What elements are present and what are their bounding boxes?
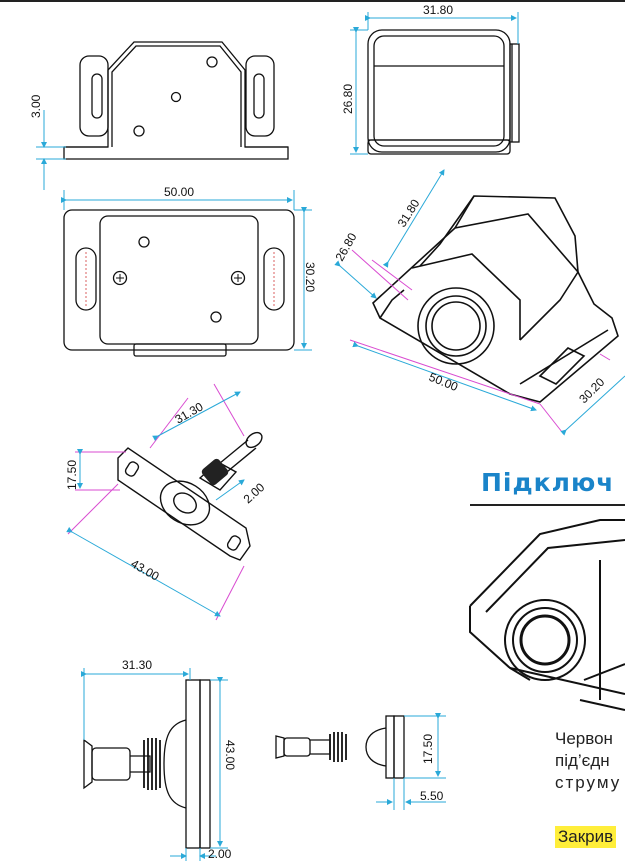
- highlighted-text: Закрив: [555, 826, 617, 848]
- section-paragraph: Червон під’єдн струму: [555, 728, 621, 794]
- side-view-left: [83, 679, 211, 849]
- paragraph-line-1: Червон: [555, 729, 613, 748]
- side-view: [367, 29, 520, 155]
- dim-top-width: 31.80: [423, 3, 453, 17]
- section-heading: Підключ: [481, 468, 615, 497]
- dim-lens-height: 17.50: [65, 460, 79, 490]
- dim-side-gap: 2.00: [208, 847, 232, 861]
- dim-top-height: 26.80: [341, 84, 355, 114]
- paragraph-line-3: струму: [555, 773, 622, 792]
- side-view-right: [275, 715, 405, 779]
- camera-render: [469, 519, 625, 711]
- front-view: [63, 41, 289, 160]
- dim-iso-depth: 30.20: [576, 375, 607, 406]
- plan-view: [63, 209, 295, 357]
- dim-right-height: 17.50: [421, 734, 435, 764]
- dim-iso-height: 26.80: [332, 230, 359, 263]
- dim-lens-length: 31.30: [173, 399, 206, 426]
- dim-iso-width: 31.80: [395, 196, 423, 229]
- dim-plan-depth: 30.20: [303, 262, 317, 292]
- dim-flange-thickness: 3.00: [29, 94, 43, 118]
- dim-plan-width: 50.00: [164, 185, 194, 199]
- paragraph-line-2: під’єдн: [555, 751, 610, 770]
- dim-lens-gap: 2.00: [241, 480, 268, 506]
- top-rule: [0, 0, 625, 2]
- heading-underline: [470, 504, 625, 506]
- front-view-dims: [36, 110, 66, 190]
- dim-side-height: 43.00: [223, 740, 237, 770]
- dim-right-offset: 5.50: [420, 789, 444, 803]
- dim-side-length: 31.30: [122, 658, 152, 672]
- dim-iso-length: 50.00: [427, 370, 460, 394]
